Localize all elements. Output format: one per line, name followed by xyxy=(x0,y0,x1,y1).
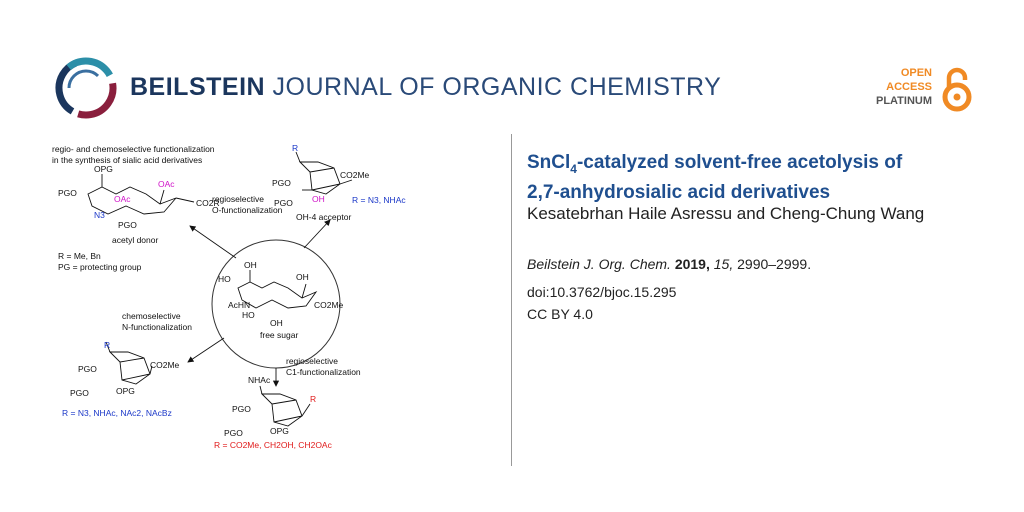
tl-pgo: PGO xyxy=(58,188,77,198)
citation-journal: Beilstein J. Org. Chem. xyxy=(527,256,671,272)
c-co2me: CO2Me xyxy=(314,300,344,310)
tr-r: R xyxy=(292,143,298,153)
article-title[interactable]: SnCl4-catalyzed solvent-free acetolysis … xyxy=(527,151,997,204)
tl-oac-2: OAc xyxy=(158,179,175,189)
tr-caption: OH-4 acceptor xyxy=(296,212,351,222)
arrow-to-n-functionalized xyxy=(187,337,225,363)
br-r-def: R = CO2Me, CH2OH, CH2OAc xyxy=(214,440,333,450)
journal-name[interactable]: BEILSTEIN JOURNAL OF ORGANIC CHEMISTRY xyxy=(130,73,721,102)
c-oh-2: OH xyxy=(296,272,309,282)
c-ho-2: HO xyxy=(242,310,255,320)
tl-opg: OPG xyxy=(94,164,113,174)
title-part1: SnCl xyxy=(527,152,571,173)
arrow-to-oh4-acceptor xyxy=(303,219,331,249)
bl-pgo: PGO xyxy=(78,364,97,374)
bl-r: R xyxy=(104,340,110,350)
scheme-heading-line1: regio- and chemoselective functionalizat… xyxy=(52,144,215,154)
title-part2: -catalyzed solvent-free acetolysis of xyxy=(576,152,903,173)
article-doi[interactable]: doi:10.3762/bjoc.15.295 xyxy=(527,284,677,300)
structure-oh4-acceptor: R CO2Me PGO PGO OH OH-4 acceptor R = N3,… xyxy=(272,143,406,222)
c-oh-1: OH xyxy=(244,260,257,270)
article-authors: Kesatebrhan Haile Asressu and Cheng-Chun… xyxy=(527,204,925,223)
scheme-heading-line2: in the synthesis of sialic acid derivati… xyxy=(52,155,202,165)
vertical-divider xyxy=(511,134,512,466)
arrow-to-acetyl-donor xyxy=(189,225,237,259)
tr-pgo: PGO xyxy=(272,178,291,188)
c-oh-3: OH xyxy=(270,318,283,328)
structure-n-functionalized: R PGO CO2Me PGO OPG R = N3, NHAc, NAc2, … xyxy=(62,340,180,418)
br-opg: OPG xyxy=(270,426,289,436)
tr-oh: OH xyxy=(312,194,325,204)
tr-r-def: R = N3, NHAc xyxy=(352,195,406,205)
oa-open-label: OPEN xyxy=(900,67,932,79)
article-citation: Beilstein J. Org. Chem. 2019, 15, 2990–2… xyxy=(527,256,811,272)
journal-name-bold: BEILSTEIN xyxy=(130,73,266,101)
bl-r-def: R = N3, NHAc, NAc2, NAcBz xyxy=(62,408,172,418)
tr-pgo-2: PGO xyxy=(274,198,293,208)
oa-access-label: ACCESS xyxy=(886,81,932,93)
journal-logo-icon xyxy=(55,57,117,119)
label-regioselective-c1: regioselective xyxy=(286,356,338,366)
label-chemoselective-n2: N-functionalization xyxy=(122,322,192,332)
bl-co2me: CO2Me xyxy=(150,360,180,370)
tl-pg-def: PG = protecting group xyxy=(58,262,142,272)
tl-n3: N3 xyxy=(94,210,105,220)
structure-c1-functionalized: NHAc R PGO PGO OPG R = CO2Me, CH2OH, CH2… xyxy=(214,375,333,450)
graphical-abstract-scheme: regio- and chemoselective functionalizat… xyxy=(52,143,406,450)
oa-platinum-label: PLATINUM xyxy=(875,95,932,107)
citation-pages: 2990–2999. xyxy=(737,256,812,272)
c-achn: AcHN xyxy=(228,300,250,310)
br-pgo-2: PGO xyxy=(224,428,243,438)
structure-free-sugar: HO OH OH AcHN HO CO2Me OH free sugar xyxy=(218,260,344,340)
c-ho-1: HO xyxy=(218,274,231,284)
tl-co2r: CO2R xyxy=(196,198,220,208)
label-chemoselective-n1: chemoselective xyxy=(122,311,181,321)
br-nhac: NHAc xyxy=(248,375,271,385)
article-license[interactable]: CC BY 4.0 xyxy=(527,306,593,322)
br-r: R xyxy=(310,394,316,404)
title-line2: 2,7-anhydrosialic acid derivatives xyxy=(527,181,831,203)
open-access-badge[interactable]: OPEN ACCESS PLATINUM xyxy=(836,66,976,116)
label-regioselective-c2: C1-functionalization xyxy=(286,367,361,377)
title-subscript: 4 xyxy=(570,161,577,176)
label-regioselective-o1: regioselective xyxy=(212,194,264,204)
structure-acetyl-donor: OPG PGO OAc OAc N3 CO2R PGO acetyl donor… xyxy=(58,164,220,272)
citation-volume: 15, xyxy=(713,256,734,272)
br-pgo: PGO xyxy=(232,404,251,414)
tl-r-def: R = Me, Bn xyxy=(58,251,101,261)
label-regioselective-o2: O-functionalization xyxy=(212,205,283,215)
bl-opg: OPG xyxy=(116,386,135,396)
bl-pgo-2: PGO xyxy=(70,388,89,398)
tl-caption: acetyl donor xyxy=(112,235,158,245)
citation-year: 2019, xyxy=(674,256,710,272)
journal-name-light: JOURNAL OF ORGANIC CHEMISTRY xyxy=(272,73,722,101)
c-caption: free sugar xyxy=(260,330,298,340)
open-lock-icon xyxy=(942,67,972,112)
tr-co2me: CO2Me xyxy=(340,170,370,180)
tl-oac-1: OAc xyxy=(114,194,131,204)
tl-pgo-2: PGO xyxy=(118,220,137,230)
